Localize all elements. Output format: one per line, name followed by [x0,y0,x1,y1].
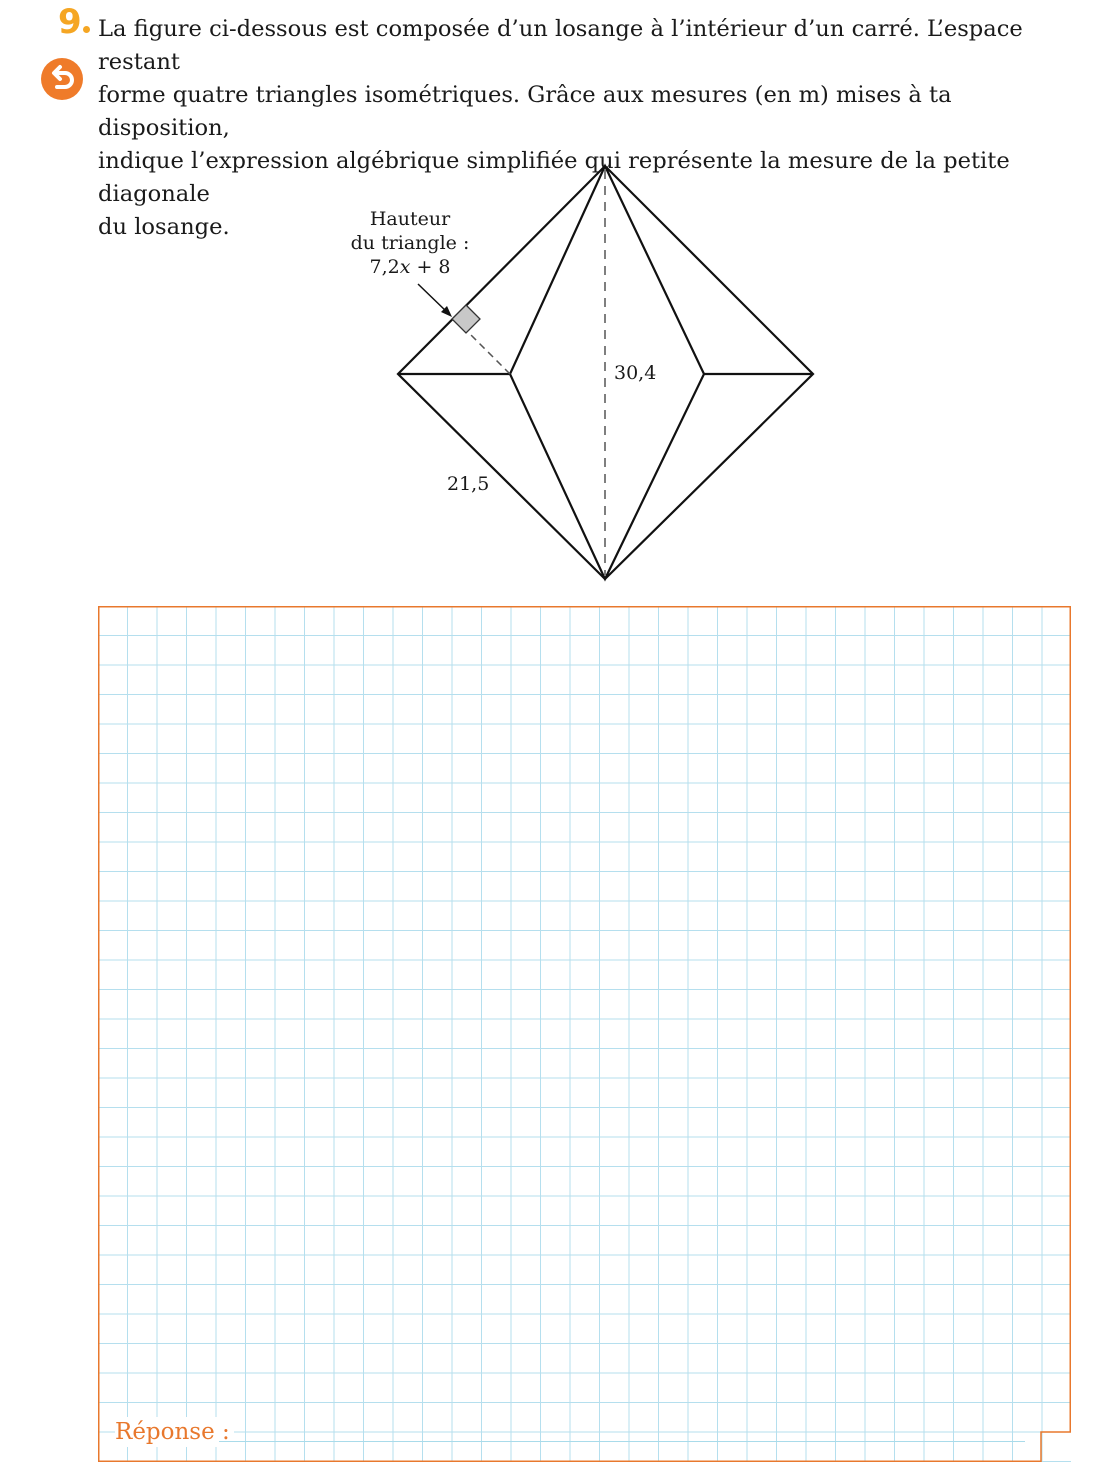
square-side-label: 21,5 [447,473,490,495]
grid-answer-area[interactable] [98,606,1071,1462]
exercise-number-dot [83,26,90,33]
rhombus-in-square-figure [396,163,815,582]
inner-rhombus [508,163,706,582]
right-angle-marker [451,304,481,334]
height-label-arrow [417,283,449,314]
triangle-height-label: Hauteur du triangle : 7,2x + 8 [350,208,470,278]
height-label-arrowhead [441,306,452,317]
back-arrow-icon[interactable] [41,58,83,100]
exercise-statement: La figure ci-dessous est composée d’un l… [98,16,1023,240]
answer-label: Réponse : [115,1417,234,1447]
exercise-number: 9 [58,2,82,42]
long-diagonal-label: 30,4 [614,362,657,384]
answer-grid [98,606,1071,1462]
answer-line[interactable] [219,1441,1025,1442]
